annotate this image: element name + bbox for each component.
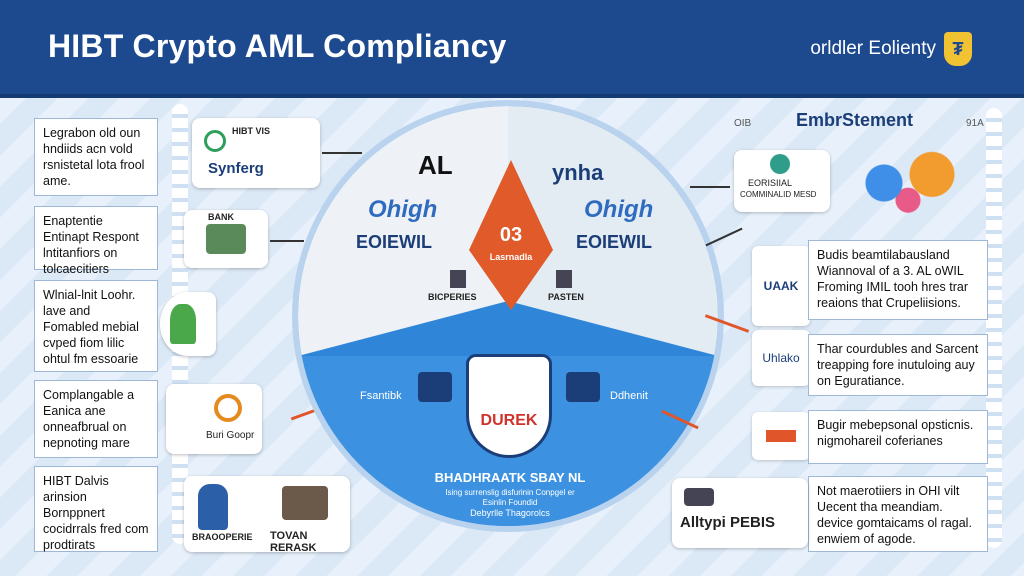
- circle-right-small: PASTEN: [548, 292, 584, 302]
- left-box-4: Complangable a Eanica ane onneafbrual on…: [34, 380, 158, 458]
- badge-text: Lasrnadla: [489, 252, 533, 262]
- synferg-logo-icon: [204, 130, 226, 152]
- right-top-card[interactable]: EORISIIAL COMMINALID MESD: [734, 150, 830, 212]
- right-icon-red-tag[interactable]: [752, 412, 810, 460]
- device-icon: [684, 488, 714, 506]
- arrow-5: [690, 186, 730, 188]
- left-box-1: Legrabon old oun hndiids acn vold rsnist…: [34, 118, 158, 196]
- right-box-3: Bugir mebepsonal opsticnis. nigmohareil …: [808, 410, 988, 464]
- circle-bottom-title: BHADHRAATK SBAY NL: [434, 470, 586, 485]
- right-header-tag-right: 91A: [966, 118, 984, 129]
- person-figure-icon: [198, 484, 228, 530]
- page-title: HIBT Crypto AML Compliancy: [48, 28, 507, 64]
- right-icon-uaak[interactable]: UAAK: [752, 246, 810, 326]
- circle-left-word: EOIEWIL: [356, 232, 432, 252]
- brand-name: orldler Eolienty: [810, 38, 936, 59]
- circle-top-right-logo: ynha: [552, 160, 604, 185]
- left-box-2: Enaptentie Entinapt Respont lntitanfiors…: [34, 206, 158, 276]
- bank-label: BANK: [208, 212, 234, 222]
- bottom-right-card[interactable]: Alltypi PEBIS: [672, 478, 808, 548]
- lower-left-icon: [418, 372, 452, 402]
- left-card-buri[interactable]: Buri Goopr: [166, 384, 262, 454]
- left-card-plant[interactable]: [160, 292, 216, 356]
- buri-label: Buri Goopr: [206, 430, 255, 441]
- buri-key-icon: [214, 394, 242, 422]
- synferg-sub: HIBT VIS: [232, 126, 271, 136]
- badge-number: 03: [499, 224, 523, 246]
- right-building-icon: [556, 270, 572, 288]
- circle-right-script: Ohigh: [584, 196, 654, 223]
- shield-icon: [466, 354, 552, 458]
- right-header-title: EmbrStement: [796, 110, 914, 130]
- right-top-line2: COMMINALID MESD: [740, 190, 817, 199]
- right-top-line1: EORISIIAL: [748, 178, 793, 188]
- shield-text: DUREK: [480, 412, 538, 429]
- circle-right-word: EOIEWIL: [576, 232, 652, 252]
- lower-right-label: Ddhenit: [610, 390, 648, 402]
- synferg-label: Synferg: [208, 160, 264, 177]
- circle-top-left-logo: AL: [418, 150, 453, 180]
- circle-segment-left: [298, 106, 508, 356]
- circle-bottom-sub1: Ising surrenslig disfurinin Conpgel er: [445, 488, 575, 497]
- arrow-2: [270, 240, 304, 242]
- circle-bottom-sub3: Debyrlle Thagorolcs: [470, 508, 550, 518]
- left-box-3: Wlnial-lnit Loohr. lave and Fomabled meb…: [34, 280, 158, 372]
- bottom-right-label: Alltypi PEBIS: [680, 514, 776, 531]
- right-box-2: Thar courdubles and Sarcent treapping fo…: [808, 334, 988, 396]
- right-box-1: Budis beamtilabausland Wiannoval of a 3.…: [808, 240, 988, 320]
- left-box-5: HIBT Dalvis arinsion Bornppnert cocidrra…: [34, 466, 158, 552]
- header-banner: HIBT Crypto AML Compliancy orldler Eolie…: [0, 0, 1024, 98]
- right-top-logo-icon: [770, 154, 790, 174]
- right-box-4: Not maerotiiers in OHI vilt Uecent tha m…: [808, 476, 988, 552]
- red-tag-icon: [766, 430, 796, 442]
- left-building-icon: [450, 270, 466, 288]
- left-card-bank[interactable]: BANK: [184, 210, 268, 268]
- right-swirl-divider: [986, 108, 1002, 548]
- right-icon-uhlako[interactable]: Uhlako: [752, 330, 810, 386]
- plant-icon: [170, 304, 196, 344]
- lower-right-icon: [566, 372, 600, 402]
- tovan-sub: BRAOOPERIE: [192, 532, 253, 542]
- lower-left-label: Fsantibk: [360, 390, 402, 402]
- tovan-label: TOVAN RERASK: [270, 530, 317, 554]
- starburst-illustration: [848, 140, 968, 226]
- right-header-tag-left: OIB: [734, 118, 752, 129]
- circle-bottom-sub2: Esinlin Foundid: [482, 498, 538, 507]
- circle-left-script: Ohigh: [368, 196, 438, 223]
- brand-logo-icon: ₮: [944, 32, 972, 66]
- circle-left-small: BICPERIES: [428, 292, 477, 302]
- bank-building-icon: [206, 224, 246, 254]
